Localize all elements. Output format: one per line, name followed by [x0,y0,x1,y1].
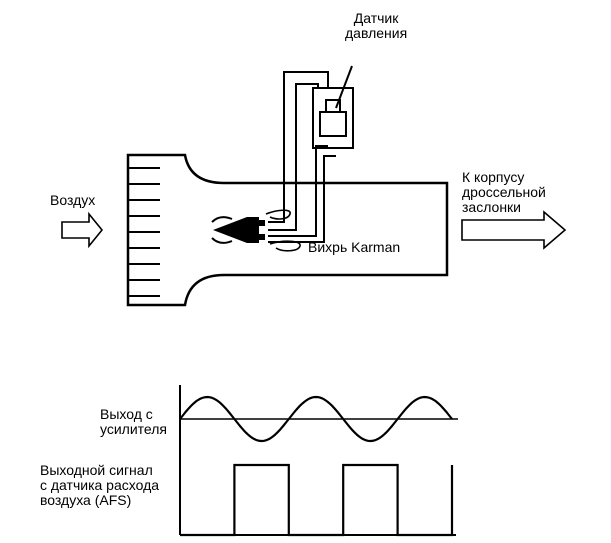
afs-signal-label: Выходной сигнал с датчика расхода воздух… [40,462,160,508]
sensor-housing [126,153,449,307]
signal-axes [179,385,456,536]
karman-vortex-label: Вихрь Karman [308,239,401,255]
air-out-arrow [461,210,567,250]
air-in-label: Воздух [50,192,96,208]
afs-square-wave [180,463,454,537]
amplifier-output-wave [179,395,453,443]
pressure-tubes [268,71,336,243]
vortex-generator [211,216,265,244]
pressure-sensor-label: Датчик давления [345,10,408,41]
amplifier-output-label: Выход с усилителя [100,406,167,437]
throttle-body-label: К корпусу дроссельной заслонки [462,169,546,215]
inlet-honeycomb [128,167,160,297]
pressure-sensor [312,65,354,149]
air-in-arrow [61,211,104,249]
